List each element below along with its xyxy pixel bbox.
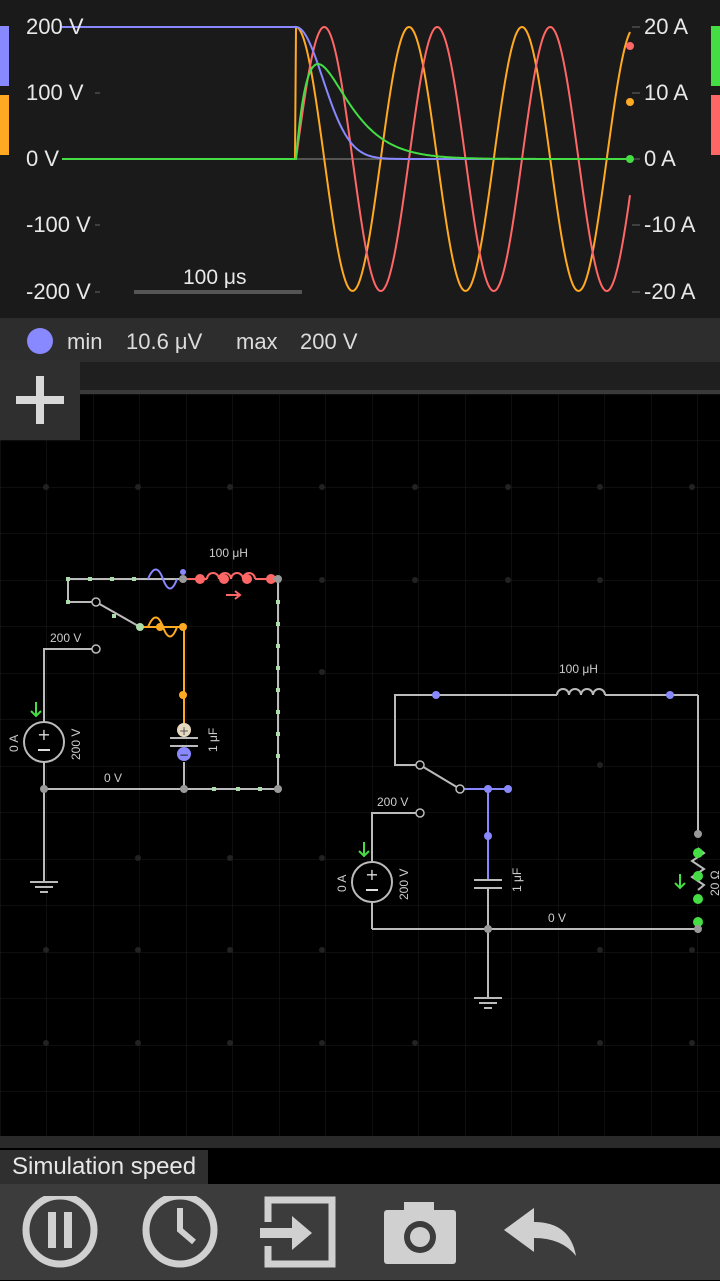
current-a-marker xyxy=(626,155,634,163)
ground-symbol xyxy=(474,997,502,1009)
svg-text:+: + xyxy=(179,724,189,738)
left-source-voltage-label: 200 V xyxy=(50,631,81,645)
current-arrow-icon xyxy=(226,590,242,600)
resistor-symbol[interactable] xyxy=(690,847,706,891)
left-axis-label: -200 V xyxy=(26,279,91,304)
pause-button[interactable] xyxy=(20,1192,100,1276)
left-axis-label: 0 V xyxy=(26,146,60,171)
right-inductor-label: 100 μH xyxy=(559,662,598,676)
voltage-a-trace xyxy=(62,26,630,160)
right-source-voltage-label: 200 V xyxy=(377,795,408,809)
min-label: min xyxy=(67,329,103,354)
left-inductor-label: 100 μH xyxy=(209,546,248,560)
trace-color-dot[interactable] xyxy=(26,327,54,355)
plus-icon xyxy=(16,376,64,424)
undo-icon xyxy=(504,1208,576,1256)
max-label: max xyxy=(236,329,278,354)
camera-icon xyxy=(384,1202,456,1264)
svg-text:+: + xyxy=(365,865,378,884)
clock-icon xyxy=(142,1192,218,1268)
simulation-speed-label[interactable]: Simulation speed xyxy=(0,1150,209,1184)
left-ground-voltage-label: 0 V xyxy=(104,771,122,785)
right-capacitor-label: 1 μF xyxy=(510,868,524,892)
oscilloscope-panel[interactable]: 200 V 100 V 0 V -100 V -200 V 20 A 10 A … xyxy=(0,0,720,318)
voltage-b-marker xyxy=(626,98,634,106)
right-source-current-label: 0 A xyxy=(335,875,349,892)
svg-text:−: − xyxy=(179,748,189,762)
right-axis-label: -10 A xyxy=(644,212,696,237)
voltage-source-symbol[interactable] xyxy=(351,861,393,903)
toolbar-strip xyxy=(0,362,720,390)
scope-info-bar xyxy=(0,318,720,362)
screenshot-button[interactable] xyxy=(380,1196,460,1276)
current-arrow-icon xyxy=(30,702,42,718)
scope-plot xyxy=(0,25,720,294)
export-icon xyxy=(260,1196,336,1268)
max-value: 200 V xyxy=(300,329,358,354)
voltage-a-indicator xyxy=(0,26,9,86)
svg-text:+: + xyxy=(37,725,50,744)
inductor-symbol[interactable] xyxy=(206,572,256,580)
current-b-marker xyxy=(626,42,634,50)
export-button[interactable] xyxy=(256,1196,336,1276)
bottom-toolbar xyxy=(0,1184,720,1280)
left-axis-label: 100 V xyxy=(26,80,84,105)
voltage-b-indicator xyxy=(0,95,9,155)
add-component-button[interactable] xyxy=(0,360,80,440)
scope-probe-icon xyxy=(147,568,178,590)
speed-button[interactable] xyxy=(140,1192,220,1276)
min-value: 10.6 μV xyxy=(126,329,203,354)
right-axis-label: -20 A xyxy=(644,279,696,304)
right-circuit[interactable]: + 200 V 100 μH 0 V 0 A 200 V 1 μF 20 Ω xyxy=(335,662,720,1009)
left-source-current-label: 0 A xyxy=(7,735,21,752)
right-axis-label: 10 A xyxy=(644,80,689,105)
inductor-symbol[interactable] xyxy=(556,688,606,696)
current-b-indicator xyxy=(711,95,720,155)
current-arrow-icon xyxy=(674,874,686,890)
right-ground-voltage-label: 0 V xyxy=(548,911,566,925)
toolbar-divider xyxy=(0,390,720,394)
current-a-indicator xyxy=(711,26,720,86)
right-source-value-label: 200 V xyxy=(397,869,411,900)
current-arrow-icon xyxy=(358,842,370,858)
left-capacitor-label: 1 μF xyxy=(206,728,220,752)
left-circuit[interactable]: + − + 200 V 100 μH 0 V 0 A 200 V 1 μF xyxy=(7,546,282,893)
right-axis-label: 20 A xyxy=(644,14,689,39)
right-axis-label: 0 A xyxy=(644,146,676,171)
voltage-source-symbol[interactable] xyxy=(23,721,65,763)
left-axis-label: -100 V xyxy=(26,212,91,237)
left-source-value-label: 200 V xyxy=(69,729,83,760)
right-resistor-label: 20 Ω xyxy=(708,870,720,896)
ground-symbol xyxy=(30,881,58,893)
undo-button[interactable] xyxy=(500,1196,580,1276)
current-a-trace xyxy=(62,62,630,160)
bottom-separator xyxy=(0,1136,720,1148)
circuit-canvas[interactable]: + − + 200 V 100 μH 0 V 0 A 200 V 1 μF xyxy=(0,394,720,1136)
left-axis-label: 200 V xyxy=(26,14,84,39)
time-scale-label: 100 μs xyxy=(183,266,247,289)
pause-icon xyxy=(22,1192,98,1268)
